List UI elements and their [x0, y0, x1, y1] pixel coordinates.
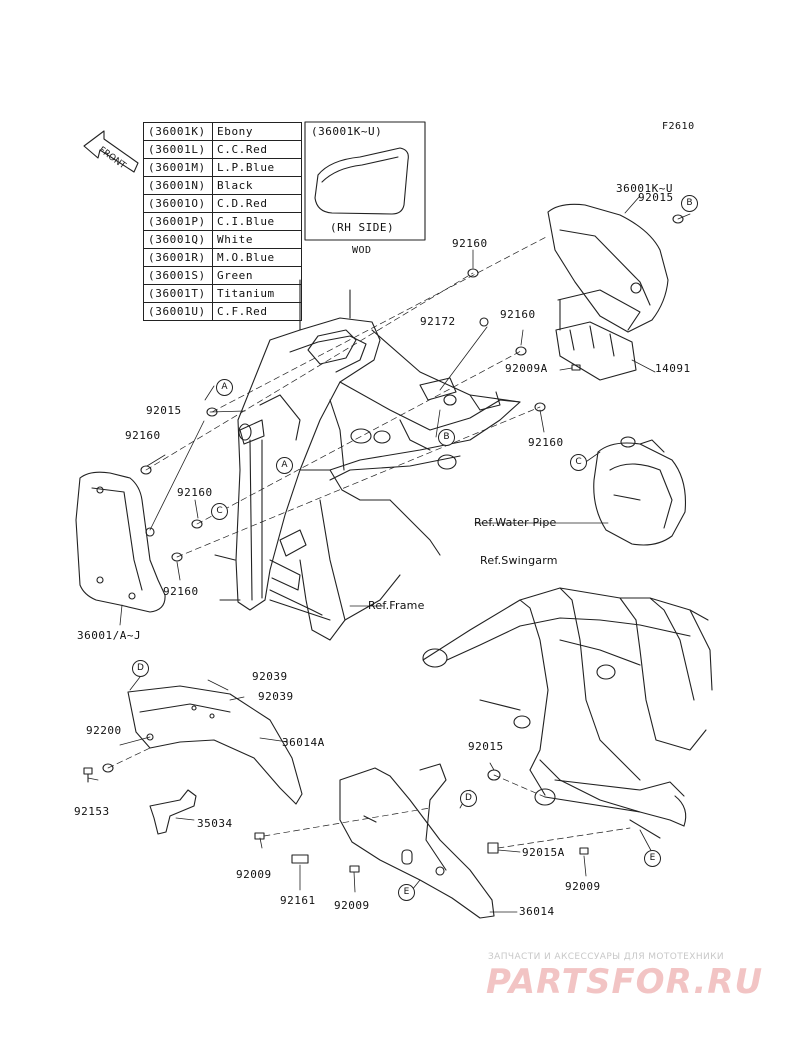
- part-label-92160-left3: 92160: [163, 585, 199, 598]
- callout-a-left: A: [216, 379, 233, 396]
- watermark-tagline: ЗАПЧАСТИ И АКСЕССУАРЫ ДЛЯ МОТОТЕХНИКИ: [488, 952, 725, 962]
- part-label-36014a: 36014A: [282, 736, 325, 749]
- color-table-row: (36001M)L.P.Blue: [143, 158, 302, 177]
- part-label-35034: 35034: [197, 817, 233, 830]
- callout-e-swingarm: E: [644, 850, 661, 867]
- color-table-row: (36001L)C.C.Red: [143, 140, 302, 159]
- part-label-92153: 92153: [74, 805, 110, 818]
- callout-d-upper: D: [132, 660, 149, 677]
- callout-b-frame: B: [438, 429, 455, 446]
- color-name-cell: Titanium: [212, 284, 302, 303]
- ref-label-water-pipe: Ref.Water Pipe: [474, 516, 557, 529]
- color-name-cell: C.C.Red: [212, 140, 302, 159]
- color-code-cell: (36001T): [143, 284, 213, 303]
- chain-guard-drawing: [339, 763, 495, 919]
- callout-c-left: C: [211, 503, 228, 520]
- color-code-cell: (36001K): [143, 122, 213, 141]
- callout-a-frame: A: [276, 457, 293, 474]
- color-code-cell: (36001Q): [143, 230, 213, 249]
- part-label-36001aj: 36001/A~J: [77, 629, 142, 642]
- color-code-cell: (36001R): [143, 248, 213, 267]
- front-arrow-icon: FRONT: [83, 130, 139, 173]
- right-side-cover-drawing: [547, 203, 669, 381]
- part-label-92160-left2: 92160: [177, 486, 213, 499]
- part-label-92160-top: 92160: [452, 237, 488, 250]
- water-pipe-cover-drawing: [593, 436, 687, 546]
- dashed-guides: [107, 235, 631, 849]
- color-name-cell: C.D.Red: [212, 194, 302, 213]
- part-label-92161: 92161: [280, 894, 316, 907]
- part-label-92015-top: 92015: [638, 191, 674, 204]
- inset-caption: (RH SIDE): [330, 221, 395, 234]
- part-label-92009-a: 92009: [236, 868, 272, 881]
- part-label-92160-mid: 92160: [500, 308, 536, 321]
- part-label-92160-right: 92160: [528, 436, 564, 449]
- color-table-row: (36001O)C.D.Red: [143, 194, 302, 213]
- color-name-cell: L.P.Blue: [212, 158, 302, 177]
- ref-label-swingarm: Ref.Swingarm: [480, 554, 558, 567]
- callout-d-lower: D: [460, 790, 477, 807]
- part-label-92200: 92200: [86, 724, 122, 737]
- color-table-row: (36001R)M.O.Blue: [143, 248, 302, 267]
- chain-cover-upper-drawing: [127, 685, 303, 805]
- inset-note: WOD: [352, 245, 372, 256]
- color-table-row: (36001T)Titanium: [143, 284, 302, 303]
- inset-rh-side-panel: [304, 121, 426, 241]
- part-label-92015-low: 92015: [468, 740, 504, 753]
- inset-title: (36001K~U): [311, 125, 383, 138]
- part-label-36014: 36014: [519, 905, 555, 918]
- ref-label-frame: Ref.Frame: [368, 599, 425, 612]
- color-code-cell: (36001P): [143, 212, 213, 231]
- color-code-cell: (36001O): [143, 194, 213, 213]
- color-name-cell: White: [212, 230, 302, 249]
- part-label-92039-b: 92039: [258, 690, 294, 703]
- left-side-cover-drawing: [75, 471, 166, 613]
- part-label-92160-left1: 92160: [125, 429, 161, 442]
- part-label-92009-c: 92009: [565, 880, 601, 893]
- callout-c-right: C: [570, 454, 587, 471]
- color-table-row: (36001U)C.F.Red: [143, 302, 302, 321]
- color-name-cell: C.I.Blue: [212, 212, 302, 231]
- color-variant-table: (36001K)Ebony(36001L)C.C.Red(36001M)L.P.…: [143, 122, 302, 321]
- swingarm-drawing: [422, 587, 713, 839]
- frame-drawing: [214, 279, 521, 641]
- part-label-92009-b: 92009: [334, 899, 370, 912]
- color-name-cell: Green: [212, 266, 302, 285]
- color-name-cell: C.F.Red: [212, 302, 302, 321]
- figure-code: F2610: [662, 121, 695, 132]
- color-table-row: (36001K)Ebony: [143, 122, 302, 141]
- color-table-row: (36001Q)White: [143, 230, 302, 249]
- color-name-cell: Black: [212, 176, 302, 195]
- color-table-row: (36001S)Green: [143, 266, 302, 285]
- color-name-cell: M.O.Blue: [212, 248, 302, 267]
- leader-lines: [87, 195, 691, 913]
- color-name-cell: Ebony: [212, 122, 302, 141]
- callout-b-right: B: [681, 195, 698, 212]
- part-label-92039-a: 92039: [252, 670, 288, 683]
- color-code-cell: (36001S): [143, 266, 213, 285]
- part-label-92015a: 92015A: [522, 846, 565, 859]
- callout-e-guard: E: [398, 884, 415, 901]
- bracket-35034-drawing: [149, 789, 197, 835]
- color-code-cell: (36001L): [143, 140, 213, 159]
- part-label-92015-left: 92015: [146, 404, 182, 417]
- part-label-36001ku: 36001K~U: [616, 182, 673, 195]
- part-label-92172: 92172: [420, 315, 456, 328]
- color-code-cell: (36001M): [143, 158, 213, 177]
- color-table-row: (36001N)Black: [143, 176, 302, 195]
- color-table-row: (36001P)C.I.Blue: [143, 212, 302, 231]
- watermark-logo: PARTSFOR.RU: [486, 962, 764, 1002]
- part-label-14091: 14091: [655, 362, 691, 375]
- color-code-cell: (36001N): [143, 176, 213, 195]
- color-code-cell: (36001U): [143, 302, 213, 321]
- part-label-92009a: 92009A: [505, 362, 548, 375]
